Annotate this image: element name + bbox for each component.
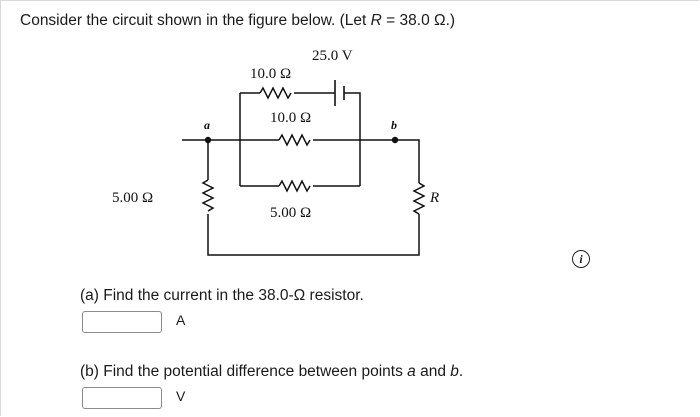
circuit-diagram: 25.0 V 10.0 Ω 10.0 Ω 5.00 Ω 5.00 Ω R a b [112, 48, 439, 256]
node-a-dot [204, 136, 212, 144]
problem-var-r: R [370, 12, 382, 29]
top-resistor-label: 10.0 Ω [250, 66, 291, 82]
node-b-dot [391, 136, 399, 144]
question-b-suffix: . [458, 363, 464, 380]
resistor-left [201, 179, 215, 212]
unit-b: V [176, 388, 186, 404]
problem-statement: Consider the circuit shown in the figure… [20, 12, 455, 30]
question-b-var-a: a [407, 363, 416, 380]
question-b: (b) Find the potential difference betwee… [80, 363, 463, 381]
resistor-middle [278, 133, 311, 147]
left-resistor-label: 5.00 Ω [112, 190, 153, 206]
wire-right-upper [395, 139, 420, 183]
question-b-and: and [415, 363, 451, 380]
unit-a: A [176, 312, 186, 328]
battery-label: 25.0 V [312, 48, 353, 64]
answer-input-b[interactable] [82, 387, 162, 409]
middle-resistor-label: 10.0 Ω [270, 110, 311, 126]
question-a: (a) Find the current in the 38.0-Ω resis… [80, 287, 364, 305]
resistor-top [259, 86, 292, 100]
answer-input-a[interactable] [82, 311, 162, 333]
bottom-resistor-label: 5.00 Ω [270, 205, 311, 221]
problem-intro: Consider the circuit shown in the figure… [20, 12, 371, 29]
wire-left-upper [182, 139, 209, 180]
node-b-label: b [391, 118, 397, 132]
question-a-text: (a) Find the current in the 38.0-Ω resis… [80, 287, 364, 304]
question-b-text: (b) Find the potential difference betwee… [80, 363, 408, 380]
resistor-bottom [278, 179, 311, 193]
wire-left-lower [207, 214, 420, 256]
info-icon[interactable]: i [572, 250, 590, 268]
resistor-right [412, 182, 426, 215]
question-b-var-b: b [450, 363, 459, 380]
node-a-label: a [204, 118, 210, 132]
problem-r-value: = 38.0 Ω.) [381, 12, 456, 29]
right-resistor-label: R [429, 190, 439, 206]
